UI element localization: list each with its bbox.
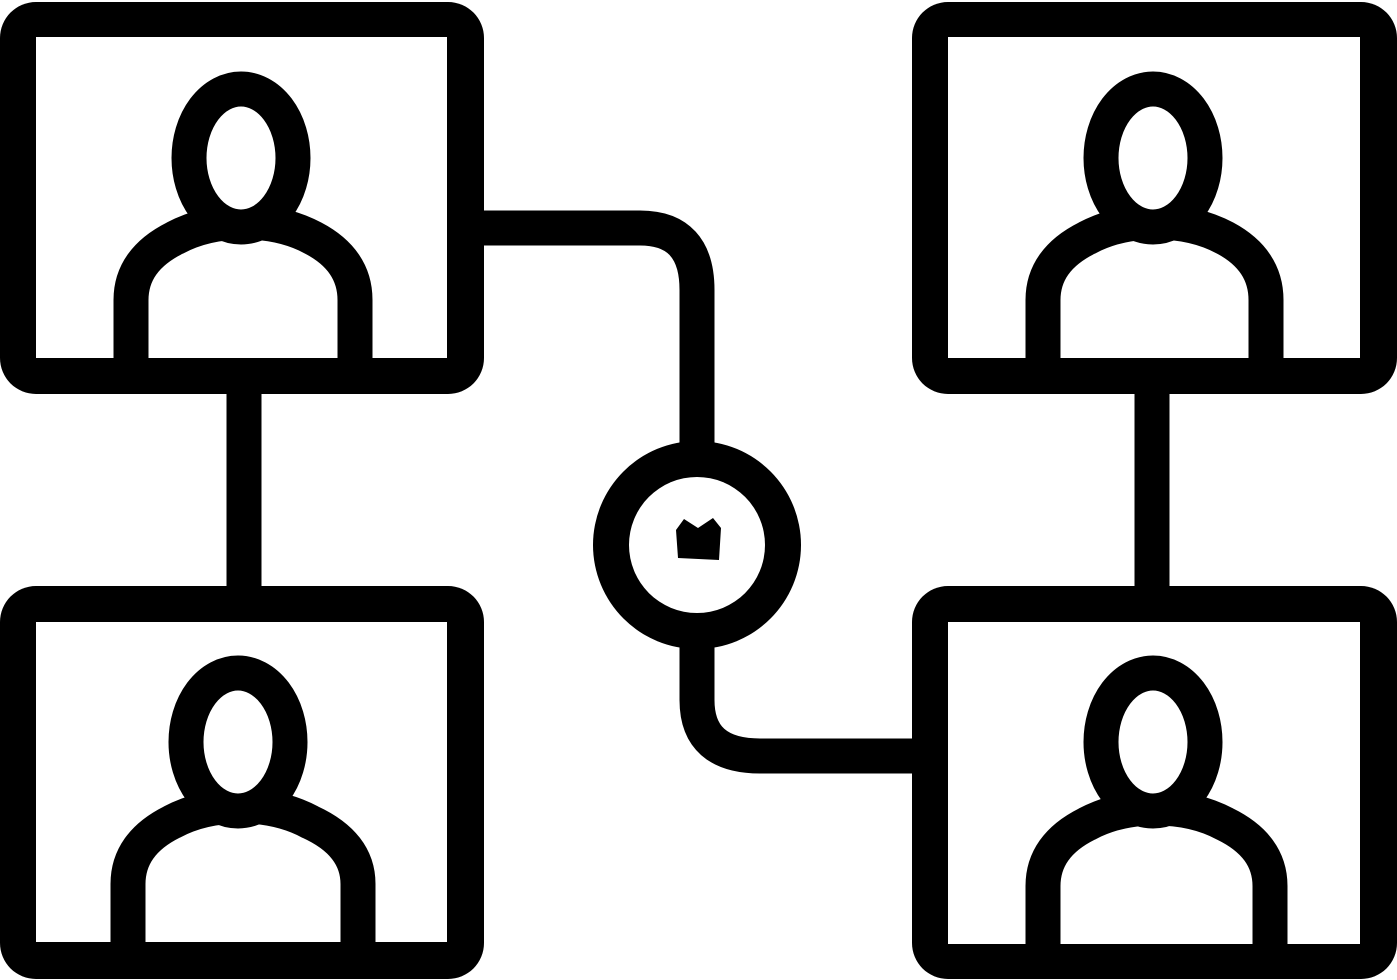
participant-frame-top-left (0, 2, 484, 394)
participant-frame-bottom-left (0, 586, 484, 979)
user-icon (1025, 71, 1284, 358)
user-icon (1025, 655, 1288, 944)
crown-icon (676, 518, 721, 560)
connector-hub-to-bottom-right (679, 645, 915, 774)
connector-lines (226, 210, 1170, 774)
user-icon (113, 71, 373, 358)
participant-frame-top-right (912, 2, 1397, 394)
user-icon (110, 655, 376, 942)
connector-top-left-to-hub (482, 210, 715, 445)
hub-circle (593, 441, 801, 649)
participant-frame-bottom-right (912, 586, 1397, 979)
